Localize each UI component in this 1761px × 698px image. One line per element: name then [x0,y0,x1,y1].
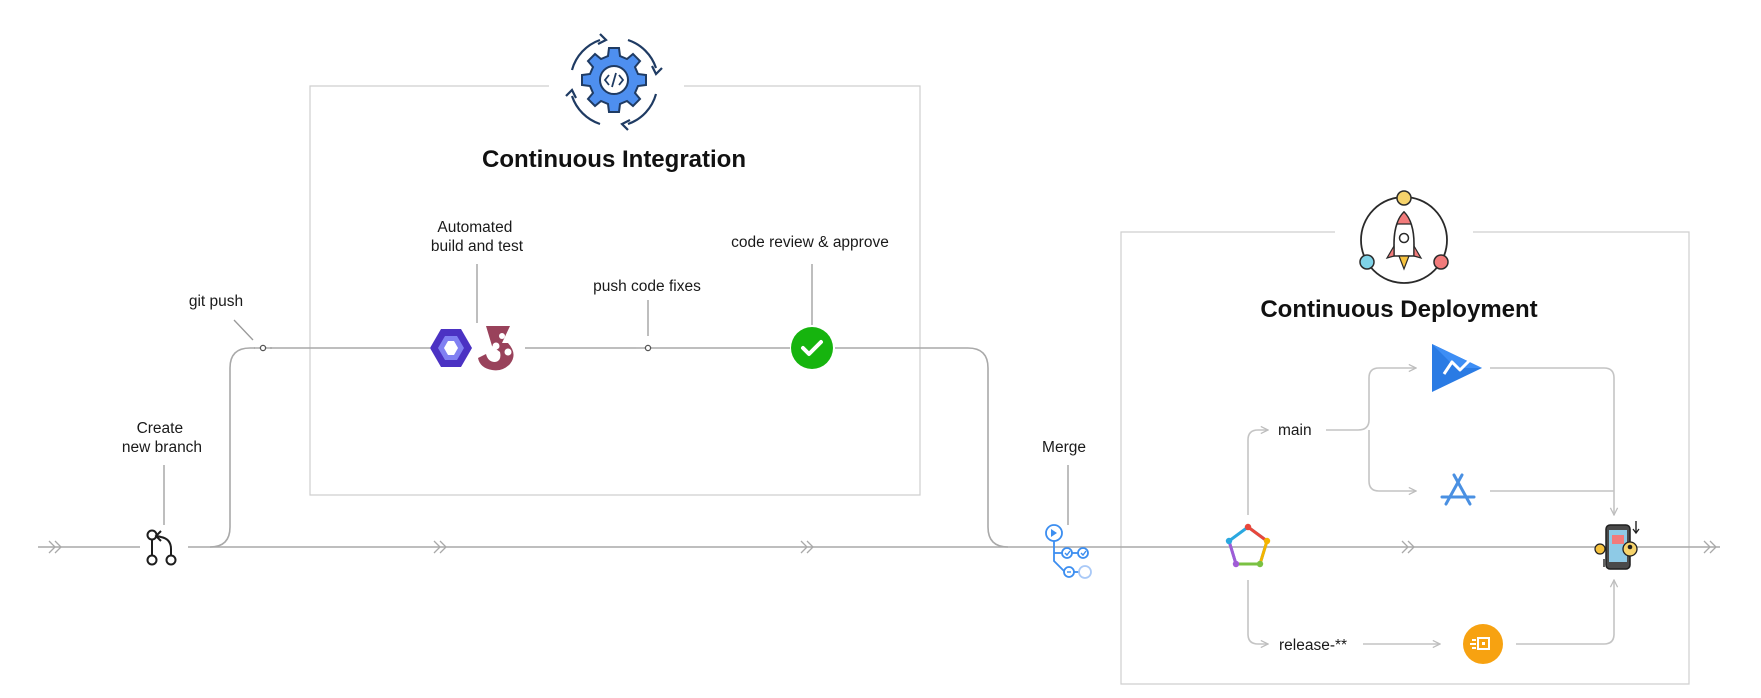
workflow-node-icon [1225,523,1271,568]
chevron-1 [433,540,447,554]
label-code-review: code review & approve [731,234,889,251]
branch-label-release: release-** [1279,637,1347,654]
app-store-icon [1440,473,1476,506]
jest-icon [478,326,514,371]
merge-pipeline-icon [1045,524,1092,579]
chevron-left [48,540,62,554]
branch-label-main: main [1278,422,1312,439]
label-automated-build: Automated build and test [431,219,524,255]
chevron-right [1703,540,1717,554]
commit-node-push-fixes [636,344,660,352]
ci-title: Continuous Integration [482,146,746,173]
commit-node-git-push [254,344,272,352]
eslint-icon [430,329,472,367]
flow-chevrons [48,540,1717,554]
mobile-users-icon [1594,521,1640,570]
rocket-orbit-icon [1359,190,1449,284]
gear-code-cycle-icon [565,33,663,131]
label-merge: Merge [1042,439,1086,456]
bitrise-icon [1463,624,1503,664]
label-create-branch: Create new branch [122,420,202,456]
label-push-fixes: push code fixes [593,278,701,295]
label-git-push: git push [189,293,243,310]
firebase-app-distribution-icon [1432,344,1482,392]
git-branch-icon [146,529,177,566]
ci-box [309,85,921,496]
main-pipeline-line [38,347,1720,548]
cd-branch-lines [1247,368,1614,644]
cd-box [1120,231,1690,685]
cd-title: Continuous Deployment [1260,296,1537,323]
chevron-3 [1401,540,1415,554]
chevron-2 [800,540,814,554]
approve-check-icon [791,327,833,369]
leader-git-push [233,319,254,341]
